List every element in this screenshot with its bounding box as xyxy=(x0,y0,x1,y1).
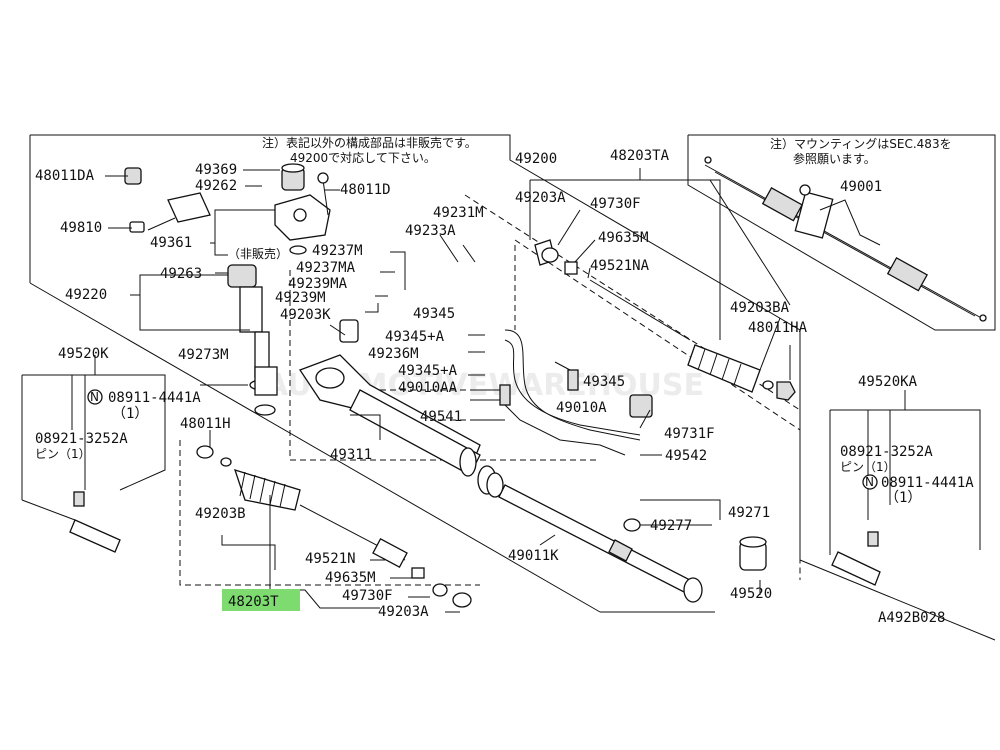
label-49730F-right[interactable]: 49730F xyxy=(590,196,641,212)
label-49361[interactable]: 49361 xyxy=(150,235,192,251)
label-48203T[interactable]: 48203T xyxy=(228,594,279,610)
label-49203K[interactable]: 49203K xyxy=(280,307,331,323)
label-49010A[interactable]: 49010A xyxy=(556,400,607,416)
label-49231M[interactable]: 49231M xyxy=(433,205,484,221)
label-49271[interactable]: 49271 xyxy=(728,505,770,521)
label-49203A-left[interactable]: 49203A xyxy=(378,604,429,620)
label-48011H[interactable]: 48011H xyxy=(180,416,231,432)
valve-housing-parts xyxy=(124,163,331,416)
label-49203A-right[interactable]: 49203A xyxy=(515,190,566,206)
label-49521N[interactable]: 49521N xyxy=(305,551,356,567)
label-49011K[interactable]: 49011K xyxy=(508,548,559,564)
label-49273M[interactable]: 49273M xyxy=(178,347,229,363)
note-mounting-line1: 注）マウンティングはSEC.483を xyxy=(770,136,952,151)
label-08921-left[interactable]: 08921-3252A xyxy=(35,431,128,447)
label-49277[interactable]: 49277 xyxy=(650,518,692,534)
label-49520[interactable]: 49520 xyxy=(730,586,772,602)
highlight-48203T xyxy=(222,589,300,611)
label-48011HA[interactable]: 48011HA xyxy=(748,320,808,336)
right-tie-rod xyxy=(534,239,881,586)
label-49542[interactable]: 49542 xyxy=(665,448,707,464)
label-49203BA[interactable]: 49203BA xyxy=(730,300,790,316)
label-49203B[interactable]: 49203B xyxy=(195,506,246,522)
rack-housing xyxy=(299,319,767,603)
label-49311[interactable]: 49311 xyxy=(330,447,372,463)
label-49237MA[interactable]: 49237MA xyxy=(296,260,356,276)
note-not-sold-tag: （非販売） xyxy=(228,246,288,261)
part-labels: 48011DA 49369 49262 49200 48011D 49810 4… xyxy=(35,148,974,626)
label-49236M[interactable]: 49236M xyxy=(368,346,419,362)
label-49541[interactable]: 49541 xyxy=(420,409,462,425)
label-49521NA[interactable]: 49521NA xyxy=(590,258,650,274)
label-49520KA[interactable]: 49520KA xyxy=(858,374,918,390)
n-symbol-left: N xyxy=(90,390,99,404)
label-48203TA[interactable]: 48203TA xyxy=(610,148,670,164)
label-08921-right[interactable]: 08921-3252A xyxy=(840,444,933,460)
label-08921-right-pin: ピン（1） xyxy=(840,460,896,474)
label-49345-b[interactable]: 49345 xyxy=(583,374,625,390)
label-08911-right[interactable]: 08911-4441A xyxy=(881,475,974,491)
label-49233A[interactable]: 49233A xyxy=(405,223,456,239)
complete-rack-assembly xyxy=(704,156,987,322)
label-49345A-2[interactable]: 49345+A xyxy=(398,363,458,379)
left-tie-rod xyxy=(69,445,472,608)
label-08911-left-qty: （1） xyxy=(112,406,148,422)
label-49635M-right[interactable]: 49635M xyxy=(598,230,649,246)
label-49369[interactable]: 49369 xyxy=(195,162,237,178)
label-08911-left[interactable]: 08911-4441A xyxy=(108,390,201,406)
label-49001[interactable]: 49001 xyxy=(840,179,882,195)
label-08911-right-qty: （1） xyxy=(885,490,921,506)
label-49731F[interactable]: 49731F xyxy=(664,426,715,442)
label-49810[interactable]: 49810 xyxy=(60,220,102,236)
n-symbol-right: N xyxy=(865,475,874,489)
label-49239MA[interactable]: 49239MA xyxy=(288,276,348,292)
note-not-sold-line2: 49200で対応して下さい。 xyxy=(290,151,436,165)
label-48011D[interactable]: 48011D xyxy=(340,182,391,198)
label-49262[interactable]: 49262 xyxy=(195,178,237,194)
label-49010AA[interactable]: 49010AA xyxy=(398,380,458,396)
label-49237M[interactable]: 49237M xyxy=(312,243,363,259)
label-49200-top[interactable]: 49200 xyxy=(515,151,557,167)
fluid-lines xyxy=(470,329,653,456)
label-49263[interactable]: 49263 xyxy=(160,266,202,282)
note-mounting-line2: 参照願います。 xyxy=(793,151,876,166)
label-49635M-left[interactable]: 49635M xyxy=(325,570,376,586)
label-08921-left-pin: ピン（1） xyxy=(35,447,91,461)
label-49239M[interactable]: 49239M xyxy=(275,290,326,306)
label-48011DA[interactable]: 48011DA xyxy=(35,168,95,184)
label-49345-a[interactable]: 49345 xyxy=(413,306,455,322)
note-not-sold-line1: 注）表記以外の構成部品は非販売です。 xyxy=(262,135,477,150)
label-49220[interactable]: 49220 xyxy=(65,287,107,303)
diagram-code: A492B028 xyxy=(878,610,945,626)
label-49730F-left[interactable]: 49730F xyxy=(342,588,393,604)
label-49345A-1[interactable]: 49345+A xyxy=(385,329,445,345)
label-49520K[interactable]: 49520K xyxy=(58,346,109,362)
